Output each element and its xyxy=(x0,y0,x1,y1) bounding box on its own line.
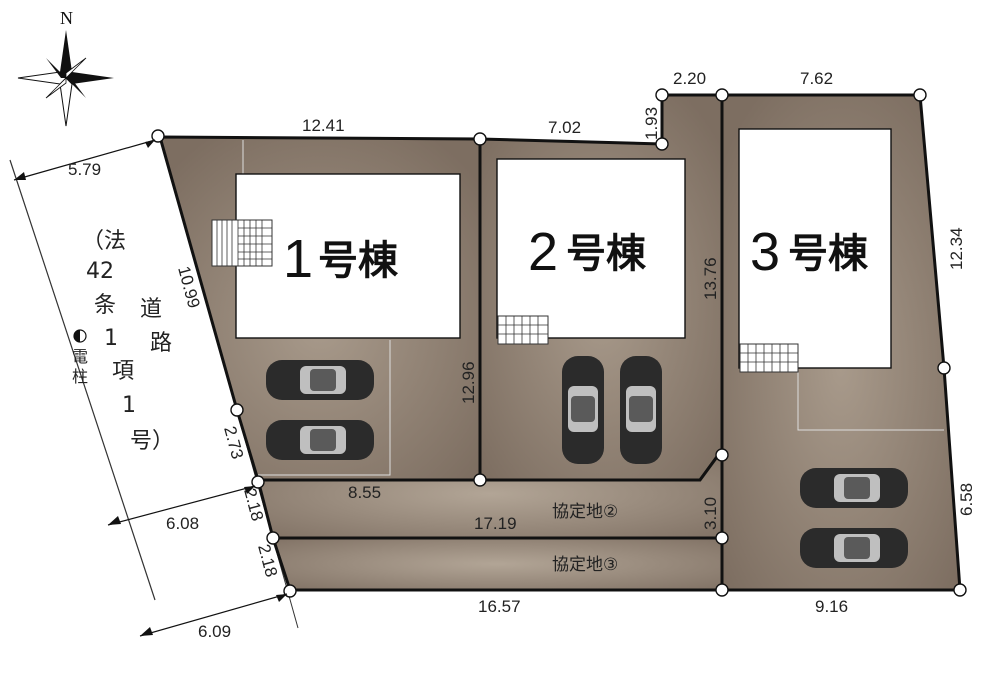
building-2-label: 号棟 xyxy=(566,231,647,277)
car-icon xyxy=(620,356,662,464)
dim-lot3-bottom: 9.16 xyxy=(815,597,848,616)
dim-lot1-top: 12.41 xyxy=(302,116,345,135)
compass-rose-icon xyxy=(17,30,114,127)
dim-road-width-mid: 6.08 xyxy=(166,514,199,533)
dim-lot2-top: 7.02 xyxy=(548,118,581,137)
utility-pole-label-1: 電 xyxy=(72,347,88,366)
easement-3-area xyxy=(270,536,724,592)
dim-lot3-right-lower: 6.58 xyxy=(957,483,976,516)
car-icon xyxy=(562,356,604,464)
road-label-char: 道 xyxy=(140,297,162,322)
road-label-char: 1 xyxy=(104,326,118,351)
road-label-char: 条 xyxy=(94,293,116,318)
road-width-mid xyxy=(107,485,256,526)
building-3-number: 3 xyxy=(750,222,780,282)
building-3 xyxy=(738,128,892,369)
survey-points xyxy=(151,88,967,598)
building-1-number: 1 xyxy=(283,229,313,289)
building-3-label: 号棟 xyxy=(788,231,869,277)
road-label-char: 路 xyxy=(150,331,172,356)
dim-bottom-total: 16.57 xyxy=(478,597,521,616)
utility-pole-label-2: 柱 xyxy=(72,367,88,386)
lot-1-parking-line xyxy=(258,340,391,476)
car-icon xyxy=(266,420,374,460)
road-label-char: 号） xyxy=(130,429,174,454)
porch-3 xyxy=(739,343,799,373)
easement-2-label: 協定地② xyxy=(552,502,618,522)
dim-lot3-right: 12.34 xyxy=(947,227,966,270)
car-icon xyxy=(800,468,908,508)
building-2 xyxy=(496,158,686,339)
building-1 xyxy=(235,173,461,339)
road-label: （法 42 条 1 項 1 号） 道 路 xyxy=(82,229,174,454)
dim-road-width-top: 5.79 xyxy=(68,160,101,179)
road-label-char: 項 xyxy=(112,359,134,384)
dim-lot1-right: 12.96 xyxy=(459,361,478,404)
porch-2 xyxy=(497,315,549,345)
utility-pole-icon xyxy=(73,329,87,343)
dim-easement3-top: 17.19 xyxy=(474,514,517,533)
building-1-label: 号棟 xyxy=(318,238,399,284)
building-2-number: 2 xyxy=(528,222,558,282)
road-label-char: （法 xyxy=(82,229,126,254)
road-width-top xyxy=(13,139,156,181)
easement-2-area xyxy=(256,445,724,540)
lot-3-inner-line xyxy=(797,370,944,431)
dim-notch-v: 1.93 xyxy=(642,107,661,140)
dim-notch-top: 2.20 xyxy=(673,69,706,88)
road-label-char: 42 xyxy=(86,259,114,284)
car-icon xyxy=(266,360,374,400)
dim-road-width-bottom: 6.09 xyxy=(198,622,231,641)
car-icon xyxy=(800,528,908,568)
dim-lot3-top: 7.62 xyxy=(800,69,833,88)
porch-1 xyxy=(211,219,273,267)
compass-north-label: N xyxy=(60,8,73,28)
road-label-char: 1 xyxy=(122,393,136,418)
dim-easement2-bottom: 8.55 xyxy=(348,483,381,502)
dim-easement-gap: 3.10 xyxy=(701,497,720,530)
easement-3-label: 協定地③ xyxy=(552,555,618,575)
dim-lot2-right: 13.76 xyxy=(701,257,720,300)
road-width-bottom xyxy=(139,593,288,637)
